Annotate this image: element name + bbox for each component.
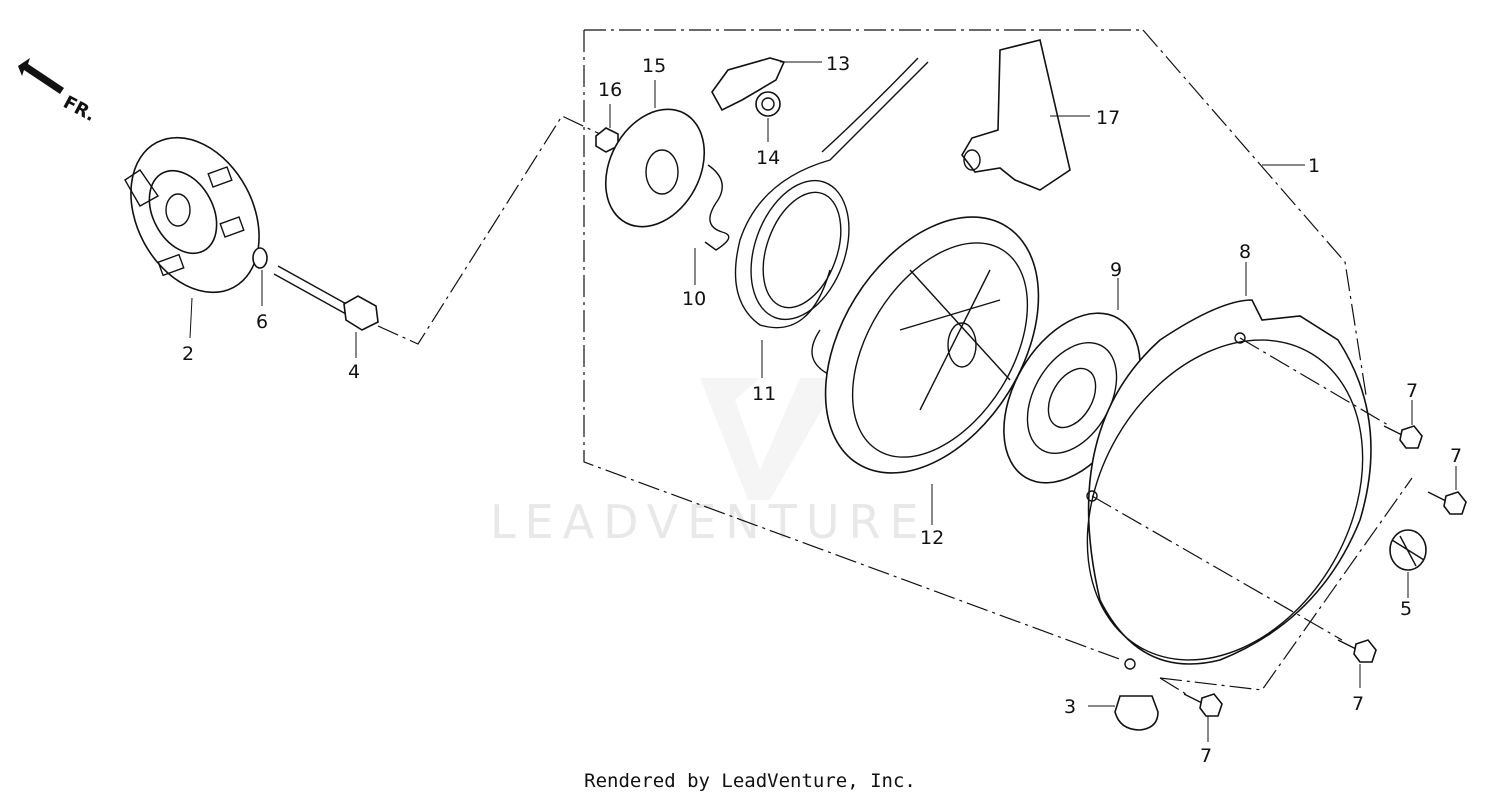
- case-bolt-part: [1427, 491, 1467, 515]
- callout-4: 4: [348, 361, 360, 383]
- callout-17: 17: [1096, 107, 1120, 129]
- callout-10: 10: [682, 288, 706, 310]
- starter-grip-part: [961, 39, 1071, 191]
- ratchet-part: [711, 57, 786, 112]
- callout-7: 7: [1352, 693, 1364, 715]
- case-bolt-part: [1183, 693, 1223, 717]
- leader-4-16: [377, 115, 601, 345]
- callout-6: 6: [256, 311, 268, 333]
- callout-8: 8: [1239, 241, 1251, 263]
- front-direction-label: FR.: [60, 92, 99, 126]
- watermark-logo: [700, 378, 840, 500]
- cap-part: [1389, 529, 1427, 571]
- footer-credit: Rendered by LeadVenture, Inc.: [584, 770, 916, 792]
- callout-2: 2: [182, 343, 194, 365]
- washer-part: [252, 247, 268, 269]
- rope-guide-part: [1114, 695, 1159, 731]
- callout-3: 3: [1064, 696, 1076, 718]
- watermark-text: LEADVENTURE: [490, 495, 928, 549]
- callout-7: 7: [1200, 745, 1212, 767]
- ratchet-plate-part: [604, 108, 706, 228]
- callout-7: 7: [1406, 380, 1418, 402]
- bolt-part: [273, 265, 379, 331]
- callout-15: 15: [642, 55, 666, 77]
- drive-pulley-part: [124, 136, 260, 294]
- front-arrow-icon: [18, 58, 64, 94]
- callout-1: 1: [1308, 155, 1320, 177]
- ratchet-spring-part: [755, 91, 781, 117]
- assembly-outline: [583, 29, 1413, 691]
- callout-13: 13: [826, 53, 850, 75]
- spring-wire-part: [704, 164, 730, 251]
- reel-part: [824, 216, 1040, 474]
- callout-12: 12: [920, 527, 944, 549]
- callout-7: 7: [1450, 445, 1462, 467]
- callout-9: 9: [1110, 259, 1122, 281]
- callout-5: 5: [1400, 598, 1412, 620]
- callout-16: 16: [598, 79, 622, 101]
- case-bolt-part: [1383, 425, 1423, 449]
- callout-11: 11: [752, 383, 776, 405]
- callout-14: 14: [756, 147, 780, 169]
- starter-rope-part: [734, 57, 929, 376]
- starter-case-part: [1086, 299, 1372, 670]
- case-bolt-part: [1337, 639, 1377, 663]
